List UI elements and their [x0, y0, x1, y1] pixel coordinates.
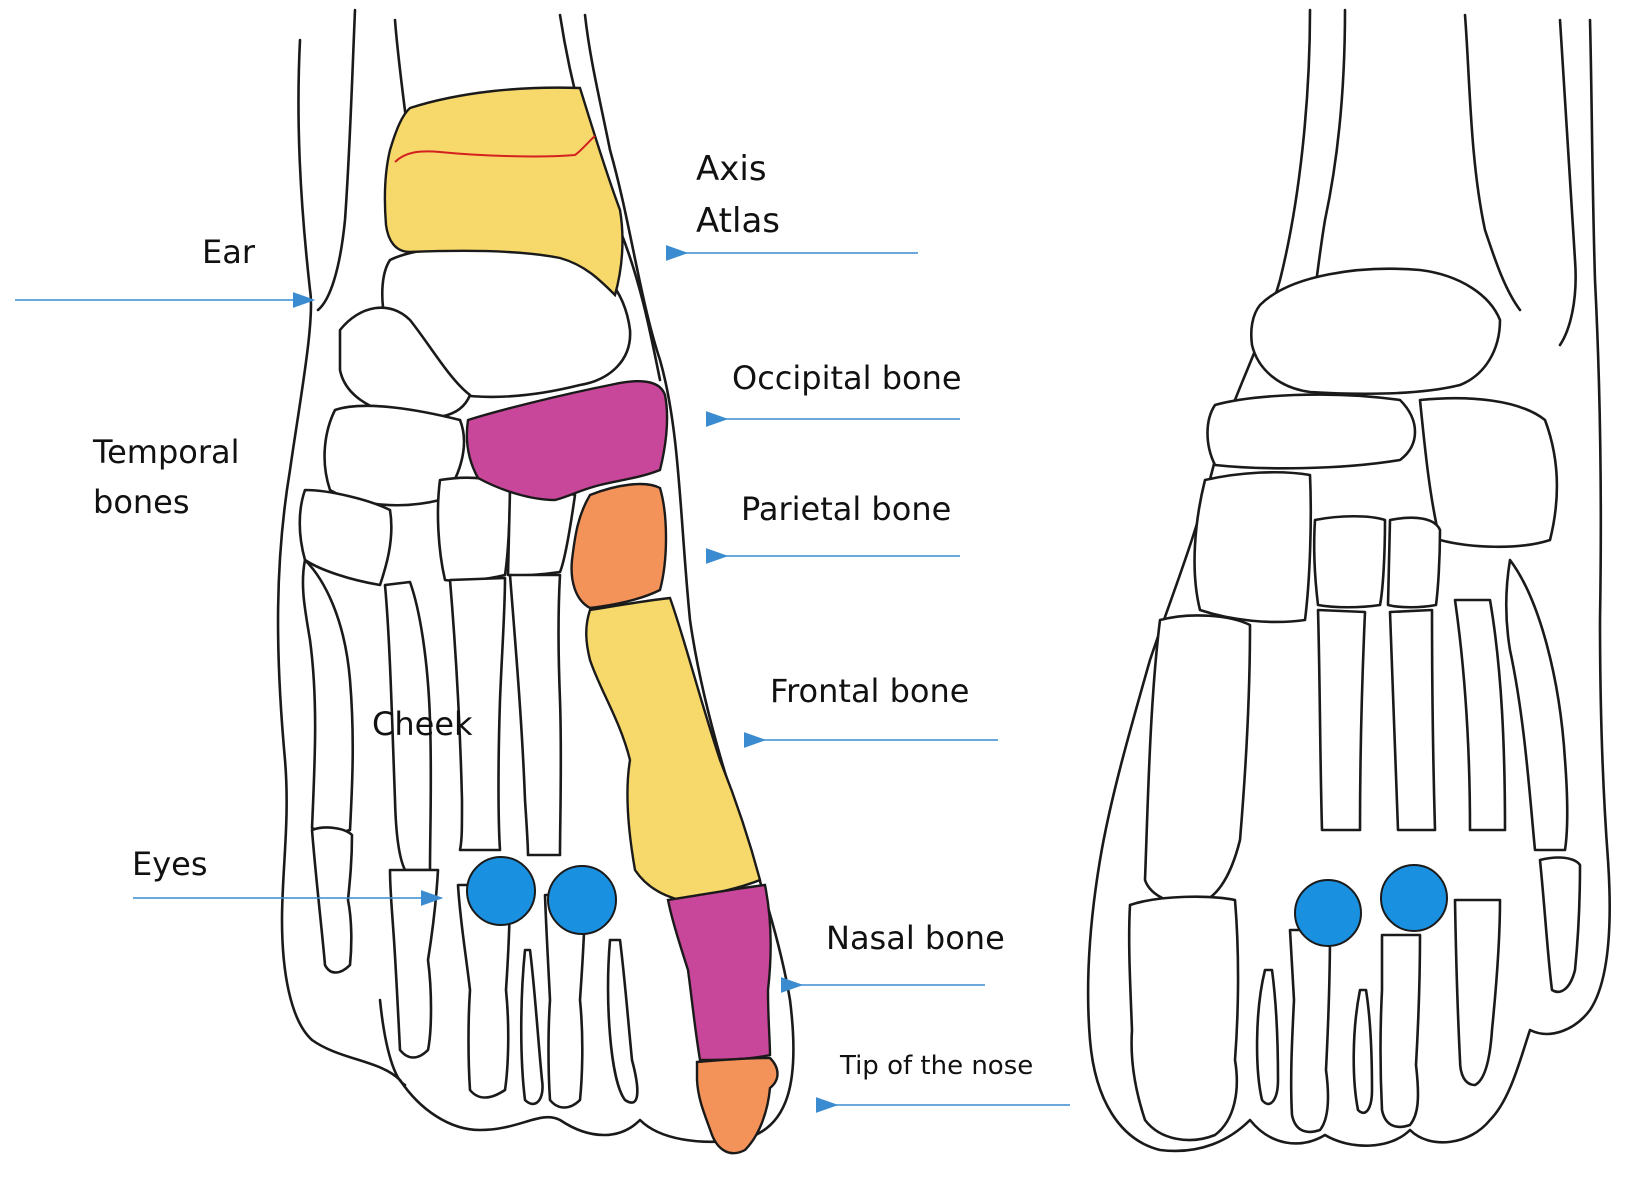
right-toe-2 — [1290, 930, 1330, 1132]
left-toe-gap-3 — [608, 940, 637, 1103]
label-occipital-bone: Occipital bone — [732, 362, 962, 394]
right-lateral-cuneiform — [1388, 518, 1440, 608]
left-foot-eye-2 — [548, 866, 616, 934]
right-toe-gap-2 — [1354, 990, 1372, 1113]
right-metatarsal-5 — [1506, 560, 1567, 850]
label-axis: Axis — [696, 152, 767, 186]
right-navicular-bone — [1208, 395, 1416, 469]
label-ear: Ear — [202, 236, 255, 268]
label-eyes: Eyes — [132, 848, 208, 880]
label-nasal-bone: Nasal bone — [826, 922, 1005, 954]
right-metatarsal-4 — [1455, 600, 1505, 830]
right-talus-bone — [1251, 269, 1500, 394]
right-toe-gap-1 — [1257, 970, 1278, 1104]
right-foot-eye-1 — [1295, 880, 1361, 946]
label-tip-of-the-nose: Tip of the nose — [840, 1053, 1033, 1079]
left-foot-eye-1 — [467, 857, 535, 925]
parietal-region — [572, 484, 666, 608]
right-toe-4 — [1455, 900, 1500, 1085]
right-foot — [1088, 10, 1610, 1151]
right-foot-inner-line-2 — [1465, 15, 1520, 310]
label-cheek: Cheek — [372, 708, 473, 740]
nasal-region — [668, 885, 771, 1060]
right-metatarsal-2 — [1318, 610, 1365, 830]
label-atlas: Atlas — [696, 204, 780, 238]
frontal-region — [586, 598, 760, 900]
label-parietal-bone: Parietal bone — [741, 493, 951, 525]
left-toe-gap-2 — [521, 950, 542, 1104]
label-temporal-line2: bones — [93, 486, 190, 518]
right-big-toe — [1129, 897, 1238, 1140]
right-toe-5 — [1540, 858, 1580, 992]
right-metatarsal-3 — [1390, 610, 1435, 830]
left-middle-cuneiform — [438, 478, 510, 581]
right-foot-inner-line-1 — [1315, 10, 1345, 290]
nose-tip-region — [697, 1058, 778, 1153]
right-metatarsal-1 — [1145, 615, 1250, 905]
label-temporal-line1: Temporal — [93, 436, 240, 468]
left-ankle-left-line — [318, 10, 355, 310]
right-medial-cuneiform — [1195, 472, 1311, 622]
left-medial-cuneiform — [508, 489, 575, 575]
occipital-region — [467, 381, 667, 500]
right-foot-inner-line-3 — [1560, 20, 1576, 345]
label-frontal-bone: Frontal bone — [770, 675, 969, 707]
right-foot-eye-2 — [1381, 865, 1447, 931]
left-toe-5 — [312, 828, 352, 973]
left-metatarsal-2 — [510, 575, 561, 855]
right-middle-cuneiform — [1314, 516, 1385, 607]
right-cuboid-bone — [1420, 398, 1557, 547]
right-toe-3 — [1381, 935, 1421, 1127]
left-metatarsal-5 — [303, 560, 353, 833]
